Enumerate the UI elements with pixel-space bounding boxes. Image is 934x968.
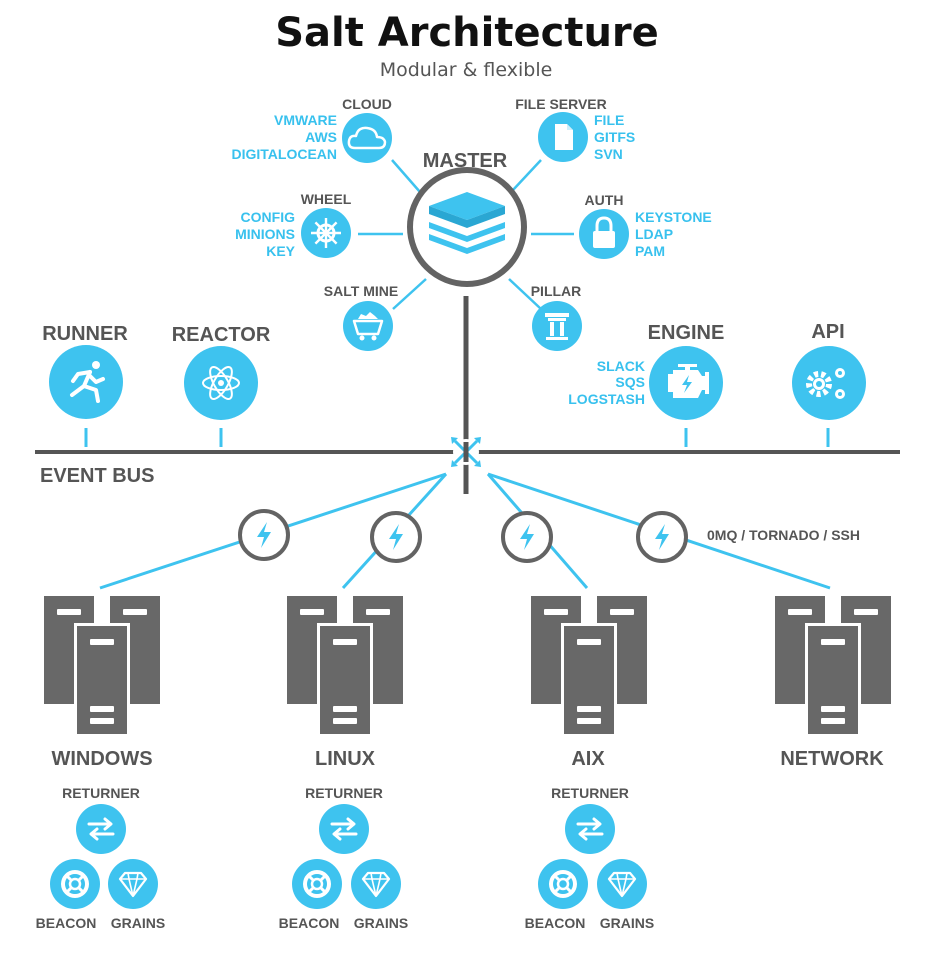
minion-linux: LINUX — [287, 596, 403, 770]
wheel-item: MINIONS — [235, 226, 295, 242]
engine-icon — [668, 364, 709, 398]
salt-mine-module: SALT MINE — [324, 283, 398, 351]
file-server-item: GITFS — [594, 129, 635, 145]
cloud-module: CLOUD VMWARE AWS DIGITALOCEAN — [231, 96, 392, 163]
page-subtitle: Modular & flexible — [380, 59, 553, 81]
minion-label: WINDOWS — [51, 748, 152, 770]
server-stack-icon — [429, 192, 505, 254]
file-server-item: SVN — [594, 146, 623, 162]
minion-aix: AIX — [531, 596, 647, 770]
bus-stubs — [84, 428, 830, 447]
wheel-item: CONFIG — [241, 209, 296, 225]
engine-label: ENGINE — [648, 322, 725, 344]
minion-label: AIX — [571, 748, 605, 770]
file-server-label: FILE SERVER — [515, 96, 607, 112]
api-label: API — [811, 321, 844, 343]
bus-hub-icon — [451, 437, 481, 467]
gears-icon — [806, 368, 845, 399]
lock-icon — [593, 216, 615, 248]
beacon-label: BEACON — [279, 915, 340, 931]
auth-item: PAM — [635, 243, 665, 259]
auth-item: LDAP — [635, 226, 673, 242]
file-server-module: FILE SERVER FILE GITFS SVN — [515, 96, 635, 162]
grains-label: GRAINS — [111, 915, 165, 931]
server-icon — [287, 596, 403, 737]
pillar-icon — [545, 313, 569, 340]
minion-network: NETWORK — [775, 596, 891, 770]
windows-modules: RETURNER BEACON GRAINS — [36, 785, 166, 931]
pillar-module: PILLAR — [531, 283, 582, 351]
runner-label: RUNNER — [42, 323, 128, 345]
cloud-label: CLOUD — [342, 96, 392, 112]
engine-item: SLACK — [597, 358, 645, 374]
transport-nodes — [238, 509, 688, 563]
page-title: Salt Architecture — [275, 10, 659, 56]
master-label: MASTER — [423, 150, 508, 172]
api-module: API — [792, 321, 866, 420]
beacon-label: BEACON — [525, 915, 586, 931]
reactor-label: REACTOR — [172, 324, 271, 346]
cloud-item: VMWARE — [274, 112, 337, 128]
minion-windows: WINDOWS — [44, 596, 160, 770]
returner-label: RETURNER — [305, 785, 383, 801]
server-icon — [531, 596, 647, 737]
wheel-module: WHEEL CONFIG MINIONS KEY — [235, 191, 352, 259]
auth-module: AUTH KEYSTONE LDAP PAM — [579, 192, 712, 259]
reactor-module: REACTOR — [172, 324, 271, 420]
transport-node — [636, 511, 688, 563]
transport-label: 0MQ / TORNADO / SSH — [707, 527, 860, 543]
file-server-item: FILE — [594, 112, 624, 128]
server-icon — [775, 596, 891, 737]
transport-node — [370, 511, 422, 563]
engine-item: LOGSTASH — [568, 391, 645, 407]
wheel-item: KEY — [266, 243, 295, 259]
returner-label: RETURNER — [551, 785, 629, 801]
aix-modules: RETURNER BEACON GRAINS — [525, 785, 655, 931]
auth-item: KEYSTONE — [635, 209, 712, 225]
wheel-label: WHEEL — [301, 191, 352, 207]
beacon-label: BEACON — [36, 915, 97, 931]
returner-label: RETURNER — [62, 785, 140, 801]
pillar-label: PILLAR — [531, 283, 582, 299]
cloud-item: AWS — [305, 129, 337, 145]
master-node: MASTER — [407, 150, 527, 287]
auth-label: AUTH — [585, 192, 624, 208]
mine-cart-icon — [352, 312, 384, 341]
master-connectors — [358, 159, 574, 310]
cloud-icon — [347, 126, 387, 150]
server-icon — [44, 596, 160, 737]
engine-module: ENGINE SLACK SQS LOGSTASH — [568, 322, 724, 420]
runner-module: RUNNER — [42, 323, 128, 419]
atom-icon — [202, 366, 240, 400]
grains-label: GRAINS — [354, 915, 408, 931]
linux-modules: RETURNER BEACON GRAINS — [279, 785, 409, 931]
engine-item: SQS — [615, 374, 645, 390]
minion-label: LINUX — [315, 748, 376, 770]
event-bus-label: EVENT BUS — [40, 465, 154, 487]
minion-label: NETWORK — [780, 748, 884, 770]
file-icon — [555, 124, 573, 150]
transport-node — [238, 509, 290, 561]
ship-wheel-icon — [311, 218, 341, 248]
transport-node — [501, 511, 553, 563]
cloud-item: DIGITALOCEAN — [231, 146, 337, 162]
runner-icon — [70, 361, 105, 403]
salt-mine-label: SALT MINE — [324, 283, 398, 299]
grains-label: GRAINS — [600, 915, 654, 931]
